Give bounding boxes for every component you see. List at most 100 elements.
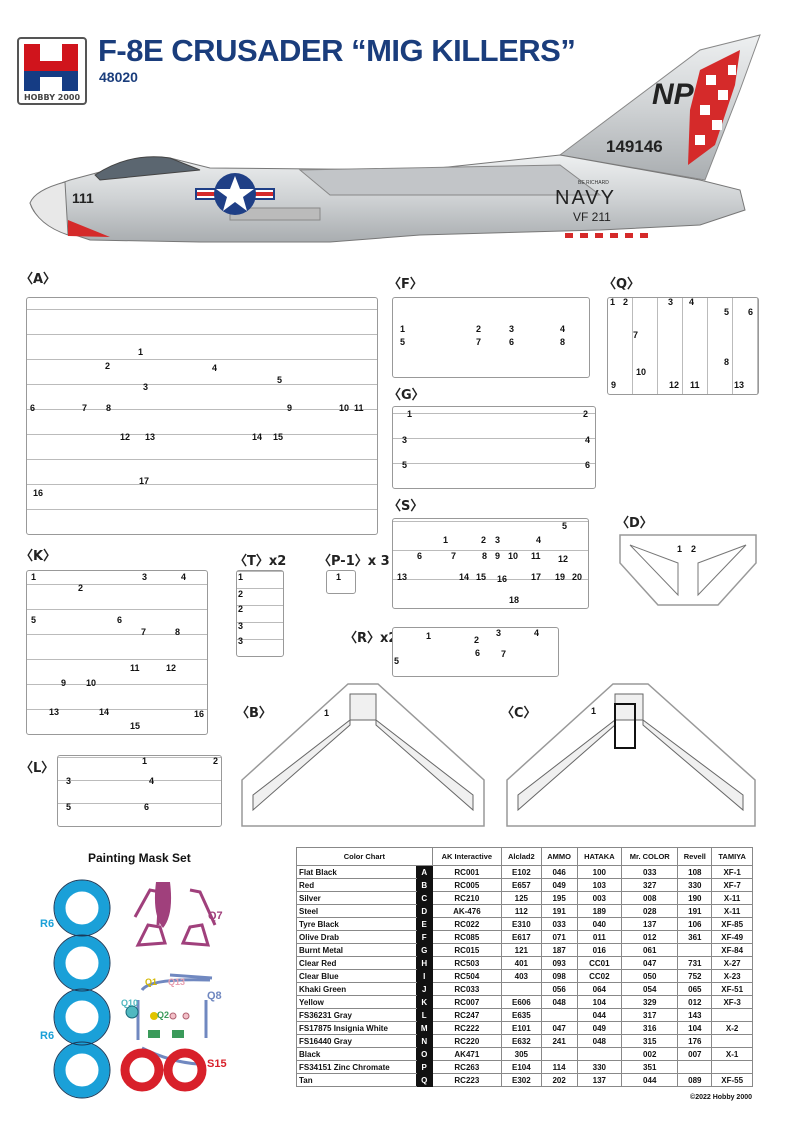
paint-code [540,1047,578,1061]
paint-code: 330 [576,1060,623,1074]
part-number-k: 11 [130,663,140,673]
paint-code: 241 [540,1034,578,1048]
paint-code: 103 [576,878,623,892]
part-number-k: 9 [61,678,67,688]
paint-code: RC247 [431,1008,503,1022]
color-code-letter: B [415,878,433,892]
color-name: Black [296,1047,417,1061]
paint-code: 137 [621,917,679,931]
part-number-a: 16 [33,488,44,498]
part-number-t: 2 [238,589,244,599]
paint-code: 731 [677,956,713,970]
paint-code: 093 [540,956,578,970]
part-number-q: 3 [668,297,674,307]
sprue-r-label: 〈R〉x2 [344,631,398,646]
part-number-s: 9 [495,551,501,561]
paint-code: 040 [576,917,623,931]
color-name: Tyre Black [296,917,417,931]
sprue-q-label: 〈Q〉 [603,277,641,292]
col-header-hataka: HATAKA [576,847,623,866]
paint-code: 125 [501,891,542,905]
part-number-b: 1 [324,708,330,718]
paint-code [711,1034,753,1048]
color-code-letter: J [415,982,433,996]
sprue-k-label: 〈K〉 [20,549,57,564]
part-number-a: 3 [143,382,149,392]
mask-set-diagram [53,879,217,1099]
mask-label-r6-top: R6 [40,918,55,930]
color-code-letter: I [415,969,433,983]
part-number-r: 3 [496,628,502,638]
part-number-f: 5 [400,337,406,347]
part-number-a: 15 [273,432,284,442]
part-number-q: 1 [610,297,616,307]
part-number-k: 5 [31,615,37,625]
color-code-letter: D [415,904,433,918]
paint-code: 176 [677,1034,713,1048]
paint-code: 114 [540,1060,578,1074]
paint-code: 121 [501,943,542,957]
paint-code: XF-85 [711,917,753,931]
part-number-k: 10 [86,678,97,688]
part-number-p: 1 [336,572,342,582]
part-number-k: 3 [142,572,148,582]
national-insignia-icon [195,173,275,215]
paint-code: 351 [621,1060,679,1074]
kit-title: F-8E CRUSADER “MIG KILLERS” [98,33,576,68]
mask-label-r6-bottom: R6 [40,1030,55,1042]
sprue-b-label: 〈B〉 [236,706,272,721]
part-number-q: 11 [690,380,700,390]
part-number-t: 1 [238,572,244,582]
color-name: Khaki Green [296,982,417,996]
paint-code [677,943,713,957]
paint-code: 046 [540,865,578,879]
col-header-ammo: AMMO [540,847,578,866]
paint-code: RC223 [431,1073,503,1087]
part-number-l: 5 [66,802,72,812]
paint-code: E104 [501,1060,542,1074]
paint-code: XF-84 [711,943,753,957]
col-header-revell: Revell [677,847,713,866]
paint-code: X-2 [711,1021,753,1035]
part-number-s: 15 [476,572,487,582]
paint-code: 191 [677,904,713,918]
sprue-d [619,534,757,606]
paint-code: 033 [621,865,679,879]
paint-code: XF-55 [711,1073,753,1087]
canopy-mask-center [154,882,172,928]
paint-code: 361 [677,930,713,944]
part-number-d: 1 [677,544,683,554]
paint-code: 012 [621,930,679,944]
mask-s15 [120,1048,207,1092]
paint-code: X-11 [711,904,753,918]
col-header-color: Color Chart [296,847,433,866]
part-number-t: 2 [238,604,244,614]
mask-label-q10: Q10 [121,998,139,1008]
mask-set-title: Painting Mask Set [88,851,191,865]
part-number-l: 4 [149,776,155,786]
paint-code: X-1 [711,1047,753,1061]
paint-code: 104 [576,995,623,1009]
paint-code: CC01 [576,956,623,970]
tail-serial: 149146 [606,137,663,156]
part-number-a: 12 [120,432,131,442]
paint-code: 048 [540,995,578,1009]
paint-code: 316 [621,1021,679,1035]
paint-code: 202 [540,1073,578,1087]
paint-code: 108 [677,865,713,879]
part-number-s: 7 [451,551,457,561]
mask-q1 [150,1012,158,1020]
paint-code [711,1060,753,1074]
part-number-s: 10 [508,551,519,561]
sprue-a-label: 〈A〉 [20,272,57,287]
paint-code: 187 [540,943,578,957]
col-header-tamiya: TAMIYA [711,847,753,866]
nose-red-chevron [68,220,110,237]
paint-code: RC085 [431,930,503,944]
